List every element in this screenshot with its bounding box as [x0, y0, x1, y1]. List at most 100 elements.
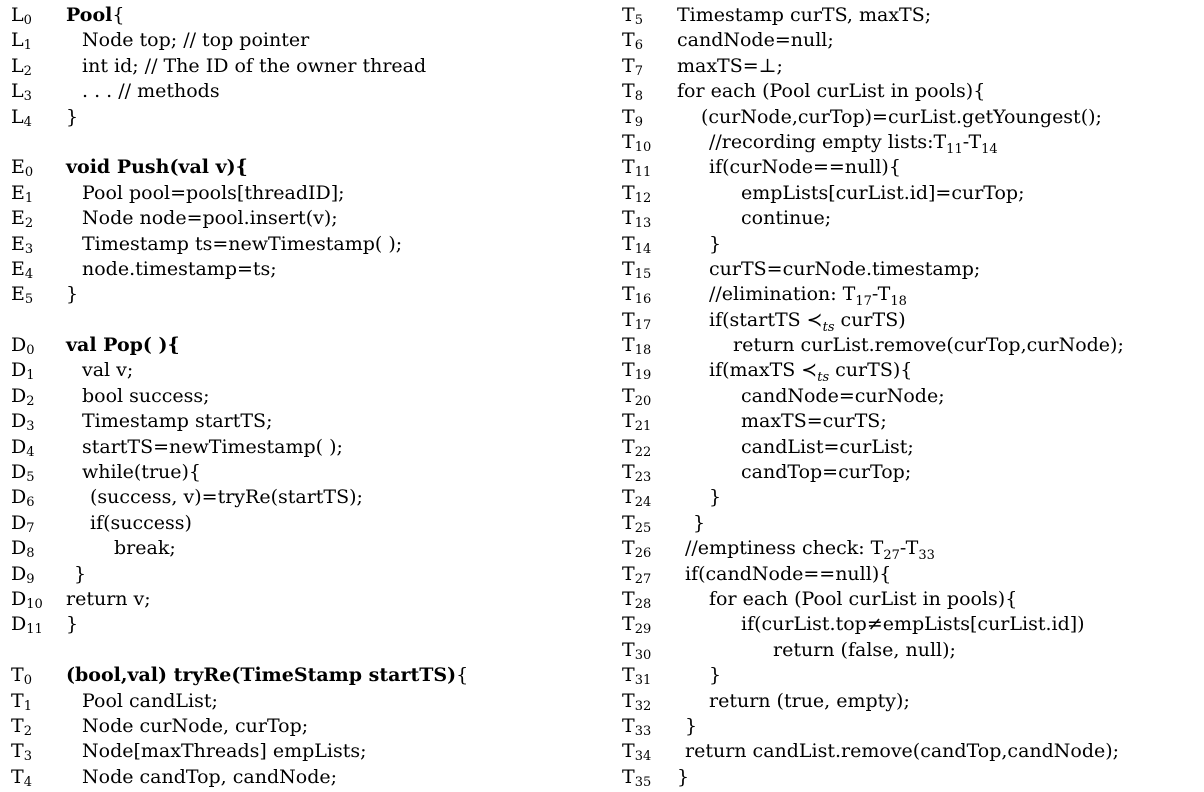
code-text: return (false, null); [677, 638, 956, 663]
line-label-number: 2 [24, 216, 34, 232]
code-segment: candTop=curTop; [741, 461, 912, 484]
code-text: Timestamp ts=newTimestamp( ); [66, 232, 402, 257]
code-line: T0(bool,val) tryRe(TimeStamp startTS){ [11, 663, 601, 688]
code-segment: Timestamp startTS; [82, 410, 273, 433]
line-label: T16 [622, 282, 677, 309]
line-label-number: 7 [634, 63, 643, 79]
line-label-number: 2 [23, 63, 32, 79]
code-text: curTS=curNode.timestamp; [677, 257, 980, 282]
code-text: return v; [66, 587, 151, 612]
code-line: E4 node.timestamp=ts; [11, 257, 601, 282]
code-segment: 11 [946, 141, 963, 157]
code-segment: val Pop( ){ [66, 334, 180, 357]
line-label: T12 [622, 181, 677, 208]
line-label-letter: D [11, 461, 27, 484]
code-text: return candList.remove(candTop,candNode)… [677, 739, 1119, 764]
code-segment: (success, v)=tryRe(startTS); [90, 486, 363, 509]
code-segment: } [74, 562, 87, 585]
line-label-number: 16 [634, 292, 652, 308]
line-label: T34 [622, 739, 677, 766]
code-text: Node node=pool.insert(v); [66, 206, 338, 231]
line-label-letter: T [622, 308, 635, 331]
code-segment: val v; [82, 359, 134, 382]
line-label: E4 [11, 257, 66, 284]
line-label: T9 [622, 105, 677, 132]
code-text: } [677, 663, 721, 688]
line-label: D2 [11, 384, 66, 411]
line-label: T5 [622, 3, 677, 30]
line-label-number: 10 [26, 596, 43, 612]
line-label-letter: T [622, 740, 635, 763]
line-label-number: 29 [634, 622, 652, 638]
code-segment: curTS){ [829, 359, 913, 382]
line-label-number: 28 [634, 596, 652, 612]
line-label: D0 [11, 333, 66, 360]
line-label-letter: T [622, 334, 635, 357]
code-segment: //recording empty lists:T [709, 130, 947, 153]
code-text: void Push(val v){ [66, 155, 248, 180]
code-segment: { [456, 664, 469, 687]
line-label: T10 [622, 130, 677, 157]
line-label-number: 14 [634, 241, 652, 257]
line-label-number: 2 [23, 723, 32, 739]
code-segment: break; [114, 537, 176, 560]
code-segment: } [66, 105, 79, 128]
code-segment: } [709, 664, 722, 687]
code-segment: } [709, 232, 722, 255]
code-segment: int id; // The ID of the owner thread [82, 54, 427, 77]
code-text: if(curNode==null){ [677, 155, 901, 180]
line-label: T27 [622, 562, 677, 589]
code-segment: } [66, 613, 79, 636]
line-label-number: 11 [634, 165, 652, 181]
line-label: T7 [622, 54, 677, 81]
line-label: T15 [622, 257, 677, 284]
code-text: candNode=curNode; [677, 384, 945, 409]
code-text: Node[maxThreads] empLists; [66, 739, 367, 764]
line-label-letter: L [11, 4, 24, 26]
code-text: for each (Pool curList in pools){ [677, 587, 1017, 612]
code-text: if(curList.top≠empLists[curList.id]) [677, 612, 1085, 637]
line-label: T1 [11, 689, 66, 716]
code-line: D11} [11, 612, 601, 637]
code-segment: curTS) [834, 308, 906, 331]
line-label-letter: T [622, 207, 635, 230]
code-text: } [66, 612, 78, 637]
line-label: L4 [11, 105, 66, 132]
line-label-letter: T [622, 765, 635, 788]
line-label-number: 6 [634, 38, 643, 54]
code-text: } [677, 232, 721, 257]
line-label-letter: L [11, 29, 24, 52]
line-label: T17 [622, 308, 677, 335]
code-segment: } [66, 283, 79, 306]
code-line: D6(success, v)=tryRe(startTS); [11, 485, 601, 510]
code-segment: candNode=null; [677, 29, 834, 52]
code-text: candNode=null; [677, 28, 834, 53]
code-segment: 17 [855, 294, 872, 310]
line-label-letter: D [11, 359, 27, 382]
line-label: T11 [622, 155, 677, 182]
code-text: //emptiness check: T27-T33 [677, 536, 935, 562]
code-text: Pool{ [66, 3, 124, 28]
line-label-number: 4 [23, 774, 32, 790]
code-segment: -T [962, 130, 982, 153]
code-line: D9} [11, 562, 601, 587]
code-segment: node.timestamp=ts; [82, 257, 277, 280]
code-segment: Timestamp ts=newTimestamp( ); [82, 232, 403, 255]
